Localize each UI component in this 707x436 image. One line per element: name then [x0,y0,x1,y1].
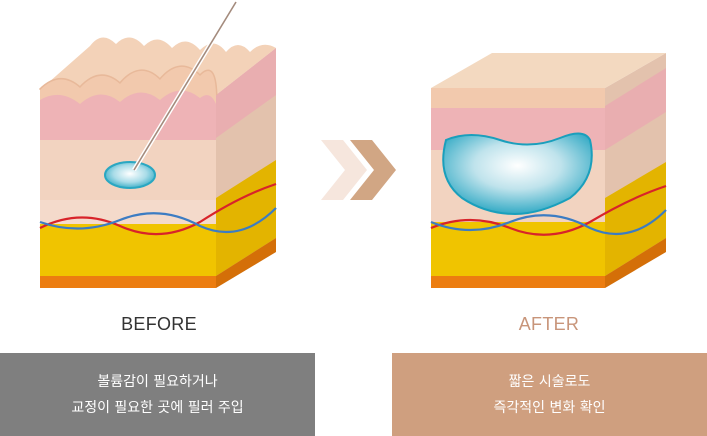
transition-arrows [321,140,396,200]
chevron-dark-icon [350,140,396,200]
before-vein-blue [39,207,277,234]
after-caption-line2: 즉각적인 변화 확인 [493,399,606,416]
after-filler-volume [442,132,593,216]
before-label: BEFORE [121,314,197,334]
after-vein-red [430,184,667,236]
after-smooth-surface [431,53,666,88]
skin-illustration [38,0,667,288]
before-caption-line1: 볼륨감이 필요하거나 [97,373,218,390]
before-vein-red [39,182,277,236]
before-skin-block [38,0,277,288]
after-caption-line1: 짧은 시술로도 [508,373,591,390]
after-label: AFTER [518,314,580,334]
after-vein-blue [430,209,667,236]
before-wrinkled-surface [40,37,276,95]
after-caption-box: 짧은 시술로도 즉각적인 변화 확인 [392,353,707,436]
before-filler-bubble [104,161,156,189]
before-caption-line2: 교정이 필요한 곳에 필러 주입 [71,399,244,416]
after-skin-block [430,53,667,288]
before-caption-box: 볼륨감이 필요하거나 교정이 필요한 곳에 필러 주입 [0,353,315,436]
chevron-light-icon [321,140,367,200]
